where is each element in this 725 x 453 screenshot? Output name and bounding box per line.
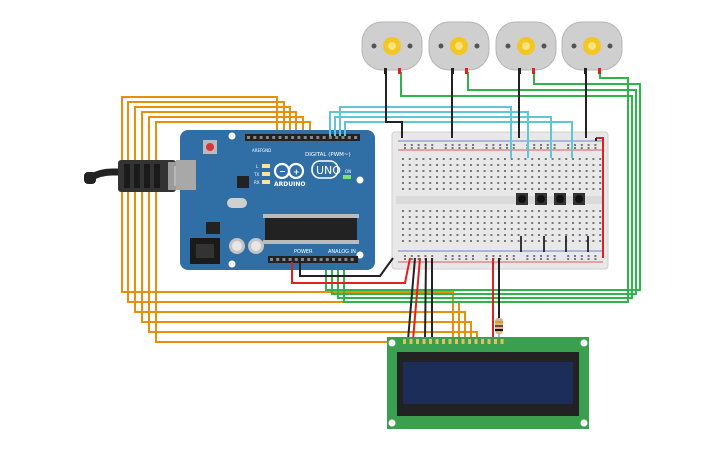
crystal: [227, 198, 247, 208]
arduino-uno-board[interactable]: − + ARDUINO UNO DIGITAL (PWM~) POWER ANA…: [176, 130, 375, 270]
mounting-hole: [388, 339, 396, 347]
svg-text:+: +: [293, 168, 300, 177]
analog-label: ANALOG IN: [328, 249, 356, 255]
motor-4[interactable]: [561, 21, 623, 74]
motor-1[interactable]: [361, 21, 423, 74]
black-motor-wires: [385, 72, 587, 138]
tx-label: TX: [253, 172, 259, 177]
mounting-hole: [356, 251, 364, 259]
pushbutton-3[interactable]: [554, 193, 566, 205]
green-wire: [331, 72, 637, 295]
mounting-hole: [580, 339, 588, 347]
l-label: L: [256, 164, 259, 169]
mounting-hole: [388, 419, 396, 427]
arduino-brand-text: ARDUINO: [274, 181, 305, 188]
mounting-hole: [228, 260, 236, 268]
pushbutton-4[interactable]: [573, 193, 585, 205]
orange-wire: [121, 96, 454, 340]
digital-header[interactable]: [245, 134, 360, 141]
gnd-label: GND: [262, 148, 271, 153]
green-wires: [325, 72, 641, 303]
uno-badge: [311, 160, 339, 179]
lcd-power-wires: [407, 257, 500, 341]
power-wires: [291, 137, 604, 284]
motor-2[interactable]: [428, 21, 490, 74]
l-led: [262, 164, 270, 168]
breadboard-trench: [396, 196, 604, 204]
cyan-wires: [329, 106, 573, 158]
on-led: [343, 175, 351, 179]
atmega-chip: [265, 218, 357, 240]
rx-label: RX: [254, 180, 260, 185]
rx-led: [262, 180, 270, 184]
lcd-16x2[interactable]: [387, 337, 589, 429]
pushbutton-1[interactable]: [516, 193, 528, 205]
motor-3[interactable]: [495, 21, 557, 74]
digital-label: DIGITAL (PWM~): [305, 152, 351, 158]
green-wire: [337, 72, 633, 299]
voltage-regulator: [206, 222, 220, 234]
power-analog-header[interactable]: [268, 256, 358, 263]
tx-led: [262, 172, 270, 176]
aref-label: AREF: [252, 148, 263, 153]
orange-wires: [121, 96, 484, 343]
orange-wire: [148, 116, 478, 340]
power-label: POWER: [294, 249, 313, 255]
mounting-hole: [580, 419, 588, 427]
lcd-screen: [403, 362, 573, 404]
svg-text:−: −: [279, 167, 286, 176]
green-wire: [325, 72, 641, 291]
pushbutton-2[interactable]: [535, 193, 547, 205]
arduino-logo: − + ARDUINO: [273, 162, 305, 188]
mounting-hole: [228, 132, 236, 140]
mounting-hole: [356, 176, 364, 184]
resistor[interactable]: [495, 318, 503, 340]
breadboard-jumpers: [520, 236, 589, 252]
usb-socket: [176, 160, 196, 190]
on-label: ON: [345, 169, 351, 174]
green-wire: [343, 72, 629, 303]
usb-chip: [237, 176, 249, 188]
uno-text: UNO: [316, 164, 341, 177]
breadboard[interactable]: [391, 131, 609, 270]
